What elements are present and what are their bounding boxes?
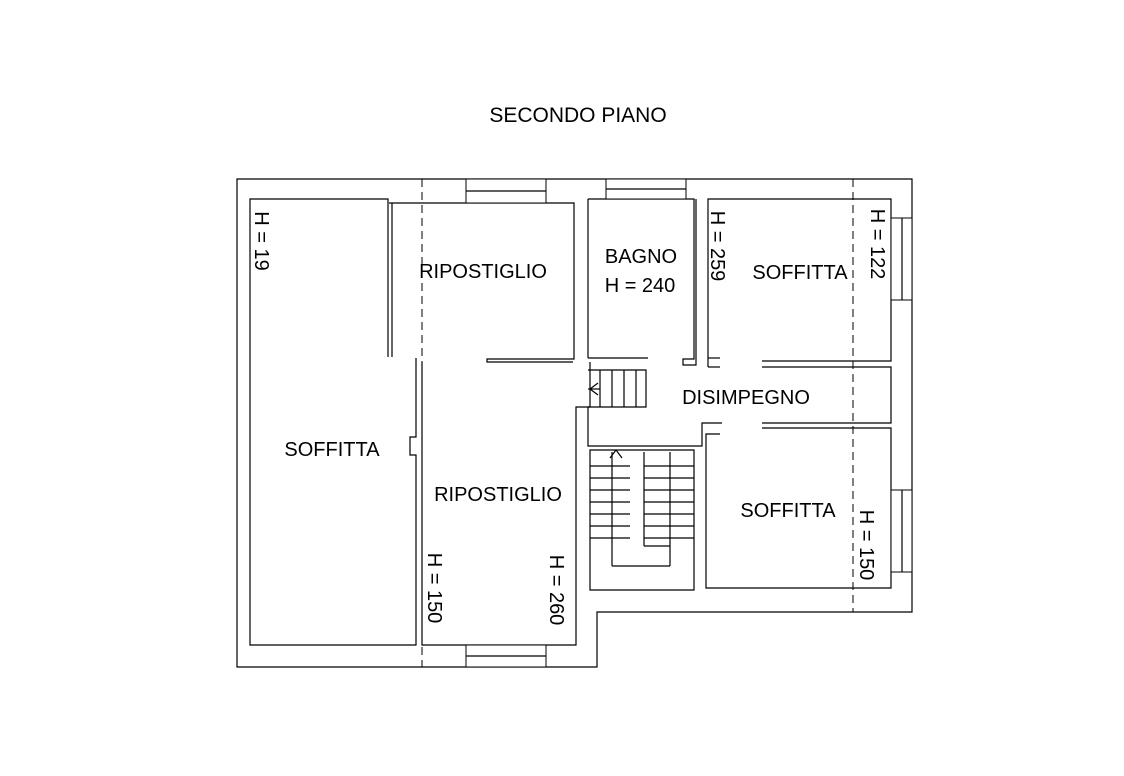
plan-title: SECONDO PIANO [489,104,666,127]
disimpegno-right-wall [762,366,892,424]
height-ripostiglio-right: H = 260 [545,555,567,626]
room-bagno-name: BAGNO [605,246,677,268]
height-ripostiglio-left: H = 150 [423,553,445,624]
height-left-soffitta: H = 19 [250,211,272,270]
stair-treads [590,452,694,567]
height-soffitta-top-right-right: H = 122 [866,209,888,280]
room-soffitta-left: SOFFITTA [284,439,380,461]
height-soffitta-top-right-left: H = 259 [706,211,728,282]
left-soffitta-wall [249,198,417,646]
soffitta-top-right-wall [707,198,892,362]
stair-box [589,449,695,591]
upper-stair [588,369,647,408]
room-bagno-height: H = 240 [605,275,676,297]
height-soffitta-bottom-right: H = 150 [855,510,877,581]
stair-arrow-up [609,449,623,459]
bagno-wall [588,198,697,366]
room-ripostiglio-bottom: RIPOSTIGLIO [434,484,562,506]
room-soffitta-top-right: SOFFITTA [752,262,848,284]
room-disimpegno: DISIMPEGNO [682,387,810,409]
stair-arrow-left [589,382,599,396]
room-ripostiglio-top: RIPOSTIGLIO [419,261,547,283]
outer-wall [236,178,913,668]
soffitta-bottom-right-wall [705,427,892,589]
disimpegno-bottom-left [587,407,722,447]
room-soffitta-bottom-right: SOFFITTA [740,500,836,522]
